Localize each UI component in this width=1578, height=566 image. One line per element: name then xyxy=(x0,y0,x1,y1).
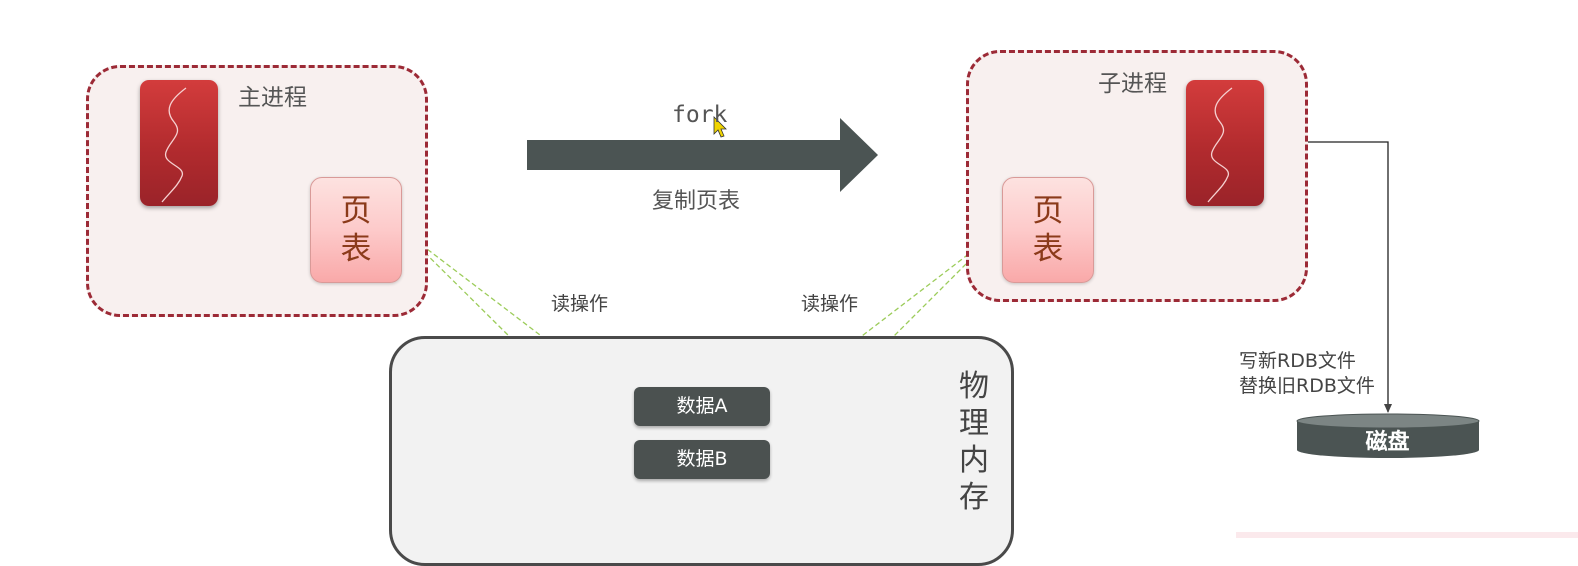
thread-squiggle-icon xyxy=(1207,87,1233,203)
read-op-right-label: 读操作 xyxy=(801,293,859,315)
write-new-rdb-line: 写新RDB文件 xyxy=(1239,350,1356,372)
child-thread-block xyxy=(1186,80,1264,206)
page-table-char-2: 表 xyxy=(1032,231,1064,267)
disk-icon xyxy=(1296,413,1480,458)
memory-label-char: 理 xyxy=(959,406,989,441)
disk-label: 磁盘 xyxy=(1365,430,1410,455)
main-thread-block xyxy=(140,80,218,206)
main-process-title: 主进程 xyxy=(238,85,307,111)
replace-old-rdb-line: 替换旧RDB文件 xyxy=(1239,375,1375,397)
memory-label-char: 物 xyxy=(959,369,989,404)
page-table-char-2: 表 xyxy=(340,231,372,267)
memory-label-char: 内 xyxy=(959,443,989,478)
main-page-table: 页 表 xyxy=(310,177,402,283)
page-table-char-1: 页 xyxy=(1032,193,1064,229)
page-table-char-1: 页 xyxy=(340,193,372,229)
child-page-table: 页 表 xyxy=(1002,177,1094,283)
copy-page-table-label: 复制页表 xyxy=(652,189,741,214)
bottom-right-strip xyxy=(1236,532,1578,538)
write-rdb-note: 写新RDB文件 替换旧RDB文件 xyxy=(1239,349,1375,399)
mouse-cursor-icon xyxy=(713,116,727,138)
thread-squiggle-icon xyxy=(161,87,187,203)
fork-label: fork xyxy=(672,102,728,128)
child-process-title: 子进程 xyxy=(1098,71,1167,97)
physical-memory-label: 物 理 内 存 xyxy=(950,368,998,516)
fork-arrow xyxy=(527,118,878,192)
memory-label-char: 存 xyxy=(959,480,989,515)
data-a-chip: 数据A xyxy=(634,387,770,426)
read-op-left-label: 读操作 xyxy=(551,293,609,315)
data-b-chip: 数据B xyxy=(634,440,770,479)
